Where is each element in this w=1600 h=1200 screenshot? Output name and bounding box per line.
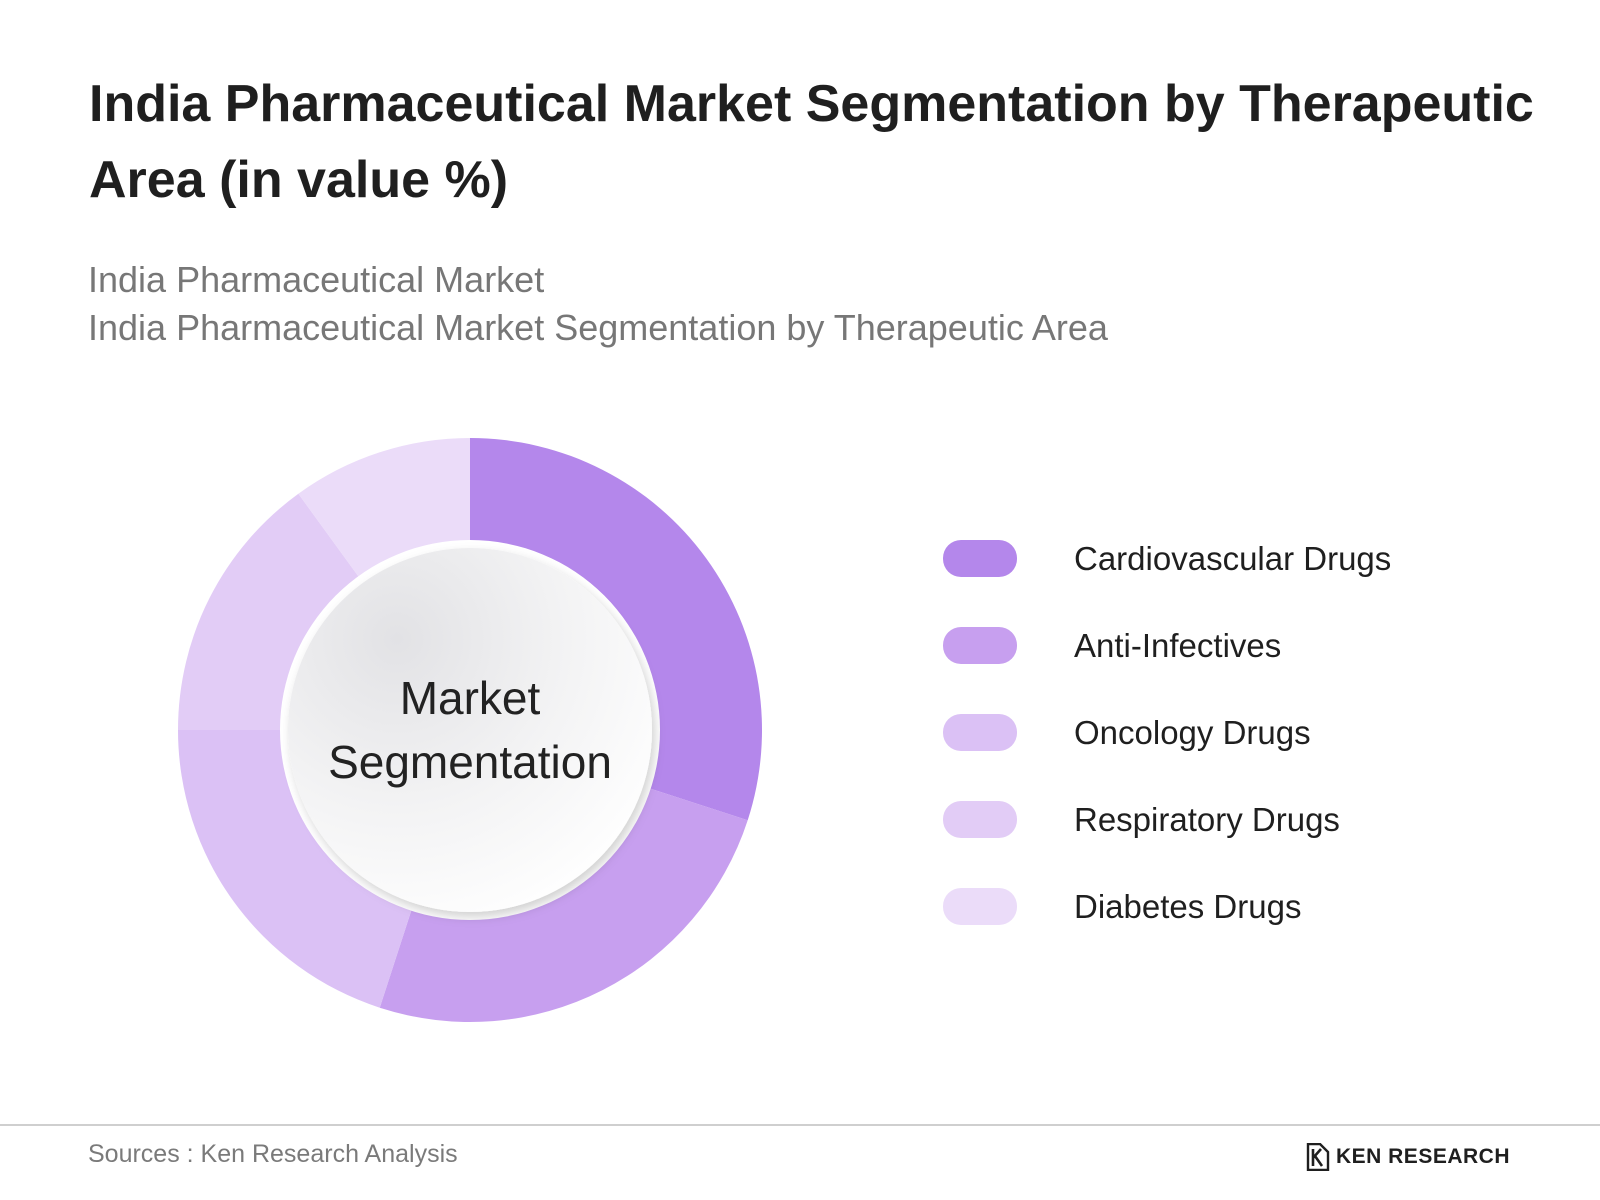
donut-slice-diabetes-drugs [298,438,470,580]
donut-chart [170,430,770,1030]
subtitle-segmentation: India Pharmaceutical Market Segmentation… [88,307,1108,348]
legend-item-diabetes: Diabetes Drugs [943,863,1543,950]
legend-item-cardiovascular: Cardiovascular Drugs [943,515,1543,602]
legend-label: Cardiovascular Drugs [1074,539,1392,577]
legend-item-oncology: Oncology Drugs [943,689,1543,776]
donut-slice-oncology-drugs [178,730,413,1008]
legend-swatch [943,714,1017,751]
source-note: Sources : Ken Research Analysis [88,1140,458,1168]
legend-label: Oncology Drugs [1074,713,1311,751]
legend-label: Anti-Infectives [1074,626,1282,664]
legend-swatch [943,627,1017,664]
donut-hub [288,548,652,912]
legend-swatch [943,801,1017,838]
donut-slice-respiratory-drugs [178,493,361,730]
chart-title: India Pharmaceutical Market Segmentation… [89,75,1534,209]
legend-item-respiratory: Respiratory Drugs [943,776,1543,863]
brand-name: KEN RESEARCH [1335,1145,1510,1168]
subtitle-market: India Pharmaceutical Market [88,259,545,300]
legend-label: Diabetes Drugs [1074,887,1302,925]
legend-item-anti-infectives: Anti-Infectives [943,602,1543,689]
brand-logo: KEN RESEARCH [1306,1143,1510,1171]
legend: Cardiovascular Drugs Anti-Infectives Onc… [943,515,1543,950]
footer-divider [0,1124,1600,1126]
legend-label: Respiratory Drugs [1074,800,1340,838]
donut-slice-cardiovascular-drugs [470,438,762,821]
donut-slice-anti-infectives [379,787,748,1022]
ken-research-logo-icon [1306,1143,1330,1171]
donut-chart-svg [178,438,762,1022]
legend-swatch [943,888,1017,925]
legend-swatch [943,540,1017,577]
